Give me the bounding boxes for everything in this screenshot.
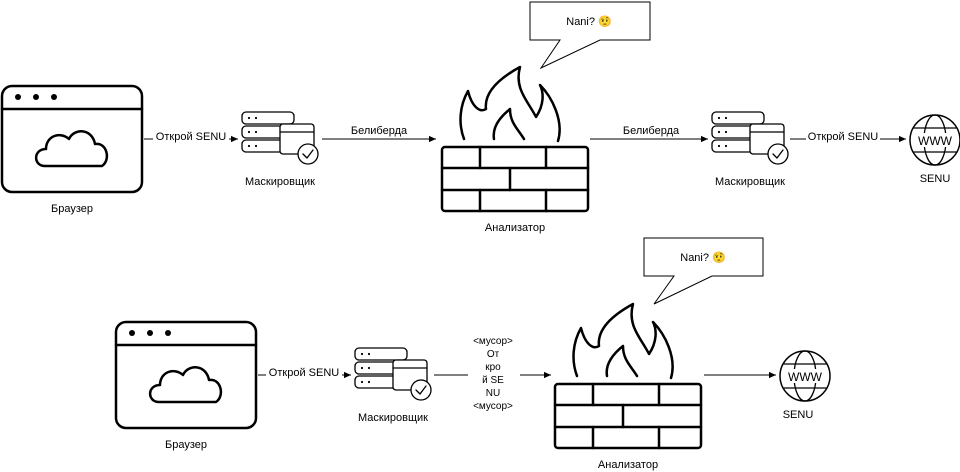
bubble-text: Nani? 🤨	[566, 15, 612, 28]
browser-label: Браузер	[51, 203, 93, 215]
edge-label-open-senu: Открой SENU	[156, 131, 226, 143]
edge-label-gibberish: Белиберда	[623, 125, 680, 137]
masker-label: Маскировщик	[358, 412, 428, 424]
masker-node-2[interactable]: Маскировщик	[711, 111, 789, 188]
edge-label-open-senu: Открой SENU	[808, 131, 878, 143]
senu-label: SENU	[783, 409, 814, 421]
analyzer-node-2[interactable]: Анализатор	[553, 302, 703, 471]
server-stack-verified-icon	[354, 347, 432, 401]
browser-node-1[interactable]: Браузер	[0, 84, 144, 215]
masker-label: Маскировщик	[245, 176, 315, 188]
browser-node-2[interactable]: Браузер	[114, 320, 258, 451]
garbage-line: <мусор>	[473, 336, 513, 347]
analyzer-label: Анализатор	[485, 222, 545, 234]
edge-label-gibberish: Белиберда	[351, 125, 408, 137]
browser-window-cloud-icon	[114, 320, 258, 430]
senu-label: SENU	[920, 173, 951, 185]
senu-node-1[interactable]: WWW SENU	[909, 114, 960, 185]
masker-label: Маскировщик	[715, 176, 785, 188]
bubble-text: Nani? 🤨	[680, 251, 726, 264]
edge-label-garbage: <мусор> От кро й SE NU <мусор>	[473, 336, 513, 412]
analyzer-node-1[interactable]: Анализатор	[440, 65, 590, 234]
row2: Браузер Открой SENU Маскировщик <мусор> …	[114, 237, 831, 471]
garbage-line: кро	[485, 362, 501, 373]
analyzer-label: Анализатор	[598, 459, 658, 471]
www-glyph: WWW	[918, 134, 953, 148]
firewall-icon	[553, 302, 703, 450]
speech-bubble-2: Nani? 🤨	[643, 237, 764, 305]
browser-label: Браузер	[165, 439, 207, 451]
garbage-line: NU	[486, 388, 500, 399]
speech-bubble-1: Nani? 🤨	[529, 1, 651, 70]
browser-window-cloud-icon	[0, 84, 144, 194]
edge-label-open-senu: Открой SENU	[269, 367, 339, 379]
server-stack-verified-icon	[241, 111, 319, 165]
garbage-line: От	[487, 349, 500, 360]
row1: Браузер Открой SENU Маскировщик Белиберд…	[0, 1, 960, 234]
masker-node-1[interactable]: Маскировщик	[241, 111, 319, 188]
senu-node-2[interactable]: WWW SENU	[779, 350, 831, 421]
server-stack-verified-icon	[711, 111, 789, 165]
masker-node-3[interactable]: Маскировщик	[354, 347, 432, 424]
firewall-icon	[440, 65, 590, 213]
garbage-line: <мусор>	[473, 401, 513, 412]
garbage-line: й SE	[482, 375, 504, 386]
www-glyph: WWW	[788, 370, 823, 384]
